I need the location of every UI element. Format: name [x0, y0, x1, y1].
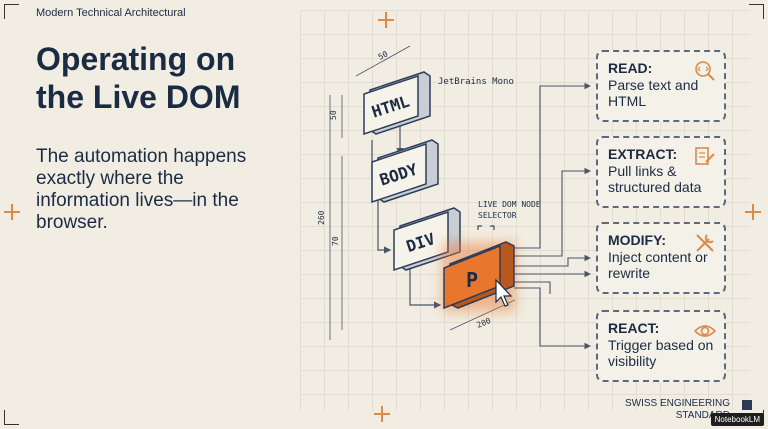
document-extract-icon	[694, 146, 716, 168]
corner-mark-bottom-left	[4, 410, 19, 425]
dimension-first-height: 50	[329, 110, 338, 120]
card-extract-body: Pull links & structured data	[608, 163, 702, 195]
page-title: Operating on the Live DOM	[36, 40, 240, 116]
card-read-title: READ:	[608, 60, 653, 76]
crosshair-right-icon	[745, 204, 761, 220]
title-line-2: the Live DOM	[36, 79, 241, 115]
dimension-bottom-width: 200	[475, 316, 492, 330]
dimension-mid-height: 70	[331, 236, 340, 246]
card-read-body: Parse text and HTML	[608, 77, 699, 109]
dimension-total-height: 260	[317, 210, 326, 225]
card-react-title: REACT:	[608, 320, 660, 336]
dimension-top-width: 50	[377, 49, 390, 62]
card-modify-body: Inject content or rewrite	[608, 249, 708, 281]
notebooklm-badge: NotebookLM	[710, 413, 764, 426]
card-react: REACT: Trigger based on visibility	[596, 310, 726, 382]
card-read: READ: Parse text and HTML	[596, 50, 726, 122]
crosshair-left-icon	[4, 204, 20, 220]
page-subtitle: The automation happens exactly where the…	[36, 146, 247, 233]
selector-label-line-2: SELECTOR	[478, 211, 517, 220]
card-modify: MODIFY: Inject content or rewrite	[596, 222, 726, 294]
wrench-screwdriver-icon	[694, 232, 716, 254]
footer-line-1: SWISS ENGINEERING	[624, 398, 730, 409]
tree-connectors	[371, 122, 442, 309]
footer-square-icon	[742, 400, 752, 410]
title-line-1: Operating on	[36, 41, 236, 77]
footer-label: SWISS ENGINEERING STANDARD	[625, 398, 730, 422]
node-p-selected[interactable]: P	[442, 241, 516, 312]
footer-line-2: STANDARD	[675, 410, 730, 421]
header-tag: Modern Technical Architectural	[36, 7, 186, 19]
eye-icon	[693, 320, 717, 342]
crosshair-top-icon	[378, 12, 394, 28]
cursor-arrow-icon	[495, 278, 513, 307]
dom-tree-diagram: 50 50 260 70 200 JetBrains Mono LIVE DOM…	[317, 45, 592, 350]
node-body: BODY	[371, 139, 439, 204]
crosshair-bottom-icon	[374, 406, 390, 422]
card-extract-title: EXTRACT:	[608, 146, 678, 162]
corner-mark-top-left	[4, 4, 19, 19]
font-label: JetBrains Mono	[438, 77, 514, 87]
card-modify-title: MODIFY:	[608, 232, 667, 248]
node-label-p: P	[466, 268, 478, 292]
selector-label-line-1: LIVE DOM NODE	[478, 200, 541, 209]
card-react-body: Trigger based on visibility	[608, 337, 714, 369]
card-connectors	[514, 82, 592, 350]
card-extract: EXTRACT: Pull links & structured data	[596, 136, 726, 208]
node-html: HTML	[363, 71, 431, 136]
corner-mark-top-right	[749, 4, 764, 19]
code-search-icon	[694, 60, 716, 82]
